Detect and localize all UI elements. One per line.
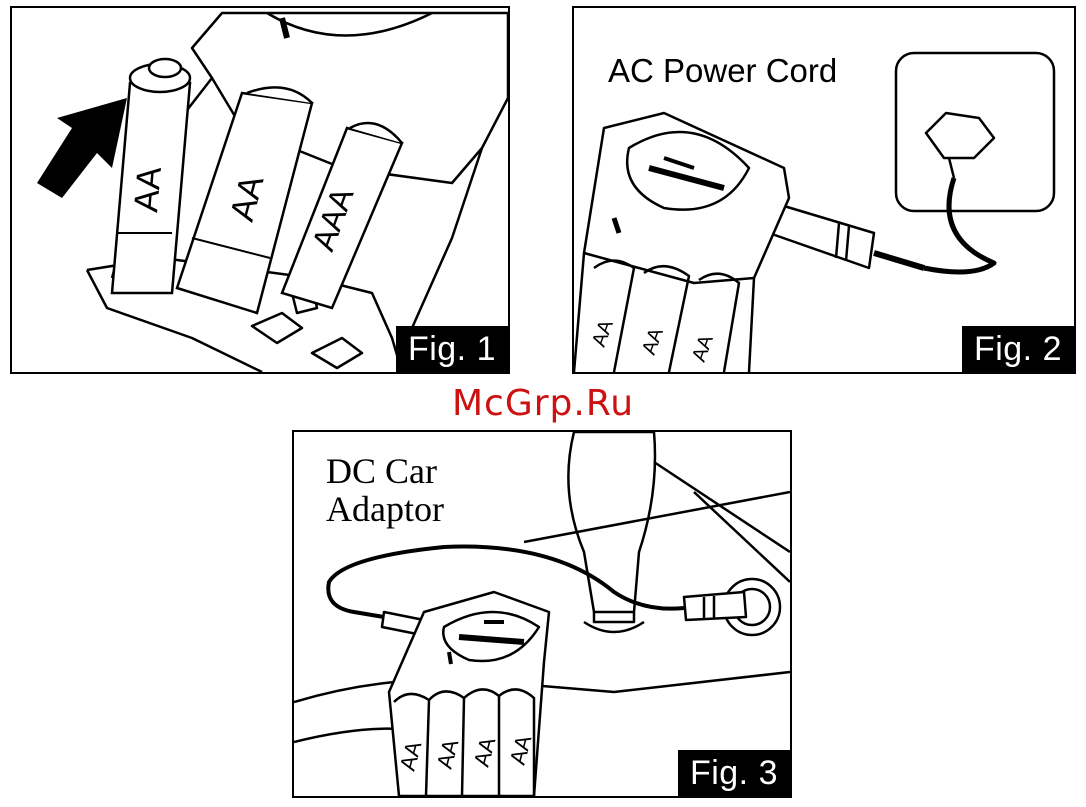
watermark: McGrp.Ru	[0, 383, 1086, 424]
battery-label: AA	[588, 316, 618, 349]
battery-label: AA	[127, 165, 169, 214]
figure-1-panel: AA AA AAA Fig. 1	[10, 6, 510, 374]
battery-label: AA	[638, 324, 668, 357]
figure-2-illustration: AA AA AA	[574, 8, 1074, 372]
insert-arrow-icon	[37, 98, 127, 198]
figure-1-illustration: AA AA AAA	[12, 8, 508, 372]
figure-3-panel: DC Car Adaptor	[292, 430, 792, 798]
figure-3-label: Fig. 3	[678, 750, 790, 796]
figure-2-panel: AC Power Cord AA AA A	[572, 6, 1076, 374]
figure-1-label: Fig. 1	[396, 326, 508, 372]
figure-3-illustration: AA AA AA AA	[294, 432, 790, 796]
battery-label: AA	[688, 331, 718, 364]
gear-shift-icon	[568, 432, 655, 612]
figure-2-label: Fig. 2	[962, 326, 1074, 372]
